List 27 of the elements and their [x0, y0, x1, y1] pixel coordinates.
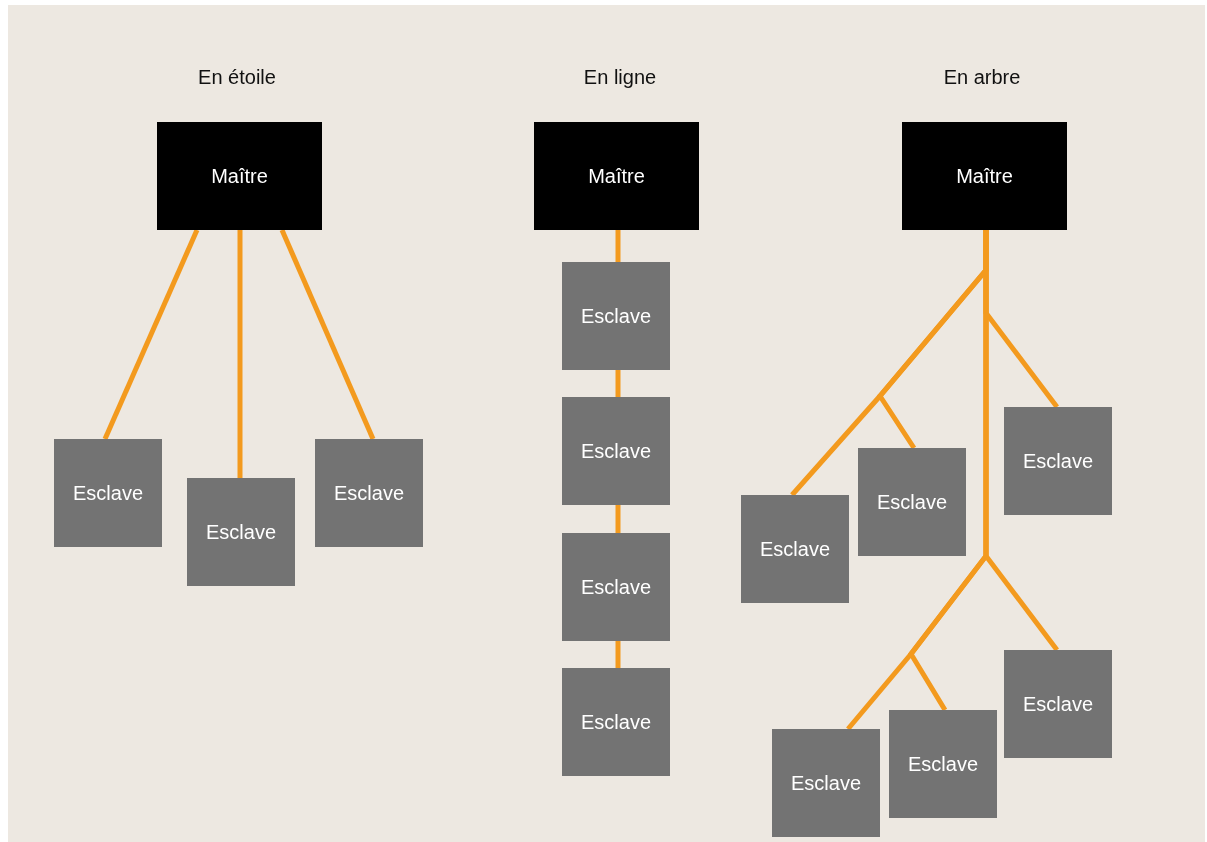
master-box: Maître: [902, 122, 1067, 230]
slave-box: Esclave: [187, 478, 295, 586]
slave-box: Esclave: [54, 439, 162, 547]
connector-line: [237, 230, 243, 478]
slave-box: Esclave: [741, 495, 849, 603]
slave-box: Esclave: [1004, 650, 1112, 758]
slave-box: Esclave: [562, 397, 670, 505]
slave-box: Esclave: [562, 262, 670, 370]
connector-line: [615, 370, 621, 397]
connector-line: [102, 229, 200, 440]
slave-box: Esclave: [772, 729, 880, 837]
slave-box: Esclave: [562, 533, 670, 641]
connector-line: [615, 505, 621, 533]
slave-box: Esclave: [562, 668, 670, 776]
section-heading: En étoile: [198, 66, 276, 89]
slave-box: Esclave: [315, 439, 423, 547]
connector-line: [279, 229, 376, 440]
slave-box: Esclave: [1004, 407, 1112, 515]
section-heading: En arbre: [943, 66, 1021, 89]
connector-line: [983, 230, 1059, 652]
connector-line: [615, 230, 621, 262]
slave-box: Esclave: [889, 710, 997, 818]
connector-line: [615, 641, 621, 668]
master-box: Maître: [157, 122, 322, 230]
master-box: Maître: [534, 122, 699, 230]
section-heading: En ligne: [583, 66, 657, 89]
slave-box: Esclave: [858, 448, 966, 556]
